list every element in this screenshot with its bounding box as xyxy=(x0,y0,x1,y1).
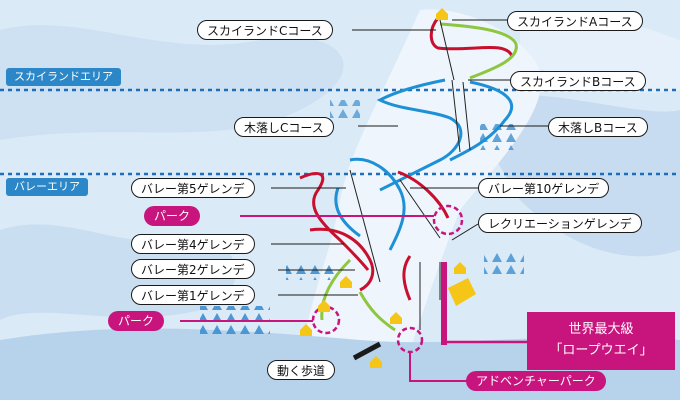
skyland-b-course xyxy=(439,22,518,80)
valley-10-course xyxy=(397,170,450,219)
adventure-park-leader xyxy=(409,352,470,382)
kiotoshi-b-course xyxy=(449,80,513,162)
course-label-kiotoshi-b: 木落しBコース xyxy=(548,117,648,137)
terrain-patch xyxy=(0,25,344,141)
moving-walkway-line xyxy=(352,341,382,361)
park-lower-label: パーク xyxy=(108,311,165,331)
ski-slope-area xyxy=(300,9,542,381)
park-upper-label: パーク xyxy=(144,206,201,226)
ropeway-title-line1: 世界最大級 xyxy=(568,322,634,337)
course-label-kiotoshi-c: 木落しCコース xyxy=(234,117,334,137)
course-label-skyland-c: スカイランドCコース xyxy=(197,20,333,40)
ropeway-station xyxy=(448,278,476,306)
lodge-icon xyxy=(318,300,330,312)
lift-line xyxy=(451,79,461,153)
course-label-valley-1: バレー第1ゲレンデ xyxy=(131,285,255,305)
course-label-skyland-a: スカイランドAコース xyxy=(507,11,643,31)
ropeway-title-line2: 「ロープウエイ」 xyxy=(549,343,653,358)
valley-red-course xyxy=(402,255,412,301)
ropeway-badge: 世界最大級 「ロープウエイ」 xyxy=(527,312,675,370)
lodge-icon xyxy=(300,324,312,336)
leader-line xyxy=(451,223,479,241)
lodge-icon xyxy=(340,276,352,288)
park-upper-marker xyxy=(432,204,464,236)
valley-area-badge: バレーエリア xyxy=(6,178,88,196)
valley-green-course xyxy=(320,258,396,332)
kiotoshi-c-course xyxy=(376,78,463,192)
trees xyxy=(330,100,360,120)
course-label-valley-5: バレー第5ゲレンデ xyxy=(131,178,255,198)
lift-line xyxy=(462,81,471,151)
lift-line xyxy=(349,169,381,283)
lift-line xyxy=(439,19,455,81)
lodge-icon xyxy=(454,262,466,274)
trees xyxy=(286,262,336,280)
valley-blue-course xyxy=(349,157,406,251)
course-label-valley-4: バレー第4ゲレンデ xyxy=(131,234,255,254)
lift-line xyxy=(399,179,441,239)
lodge-icon xyxy=(436,8,448,20)
course-label-skyland-b: スカイランドBコース xyxy=(510,71,646,91)
course-label-valley-2: バレー第2ゲレンデ xyxy=(131,259,255,279)
lodge-icon xyxy=(370,356,382,368)
adventure-park-label: アドベンチャーパーク xyxy=(466,371,606,391)
course-label-recreation: レクリエーションゲレンデ xyxy=(478,213,642,233)
valley-5-course xyxy=(299,172,370,271)
skyland-area-badge: スカイランドエリア xyxy=(6,68,121,86)
trees xyxy=(484,252,524,276)
moving-walkway-label: 動く歩道 xyxy=(267,360,336,380)
lodge-icon xyxy=(390,312,402,324)
valley-4-course xyxy=(309,227,375,292)
course-label-valley-10: バレー第10ゲレンデ xyxy=(478,178,610,198)
